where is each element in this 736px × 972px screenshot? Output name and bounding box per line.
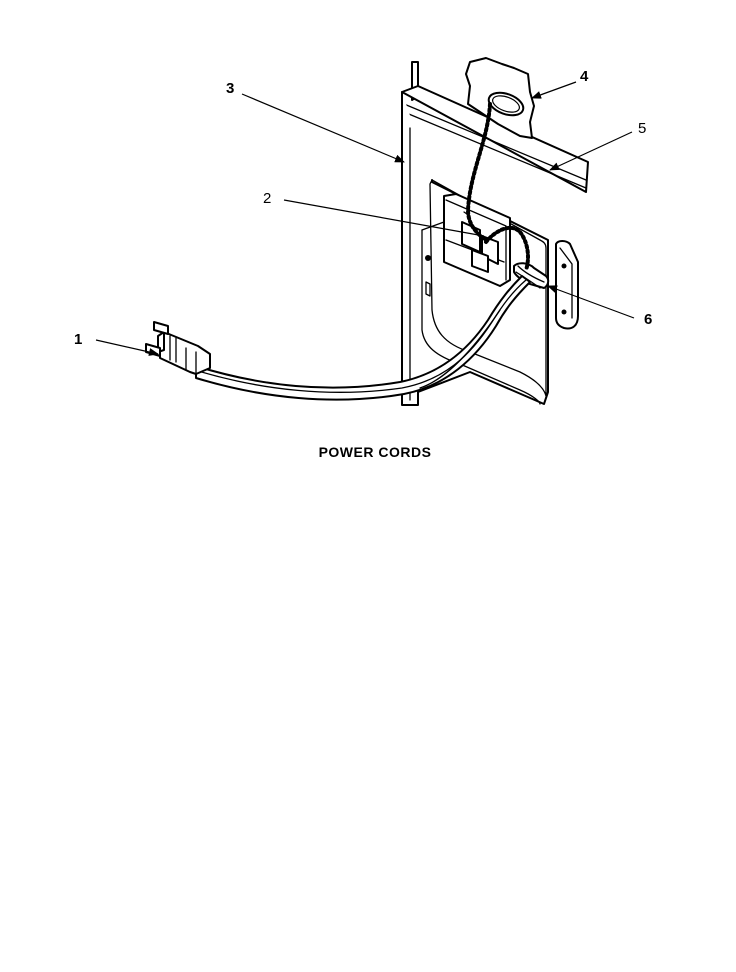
power-plug bbox=[145, 321, 211, 375]
hidden-wire-routing bbox=[465, 102, 530, 272]
callout-6: 6 bbox=[644, 311, 652, 328]
callout-1: 1 bbox=[74, 331, 82, 348]
back-plate-grommet bbox=[465, 57, 535, 139]
diagram-caption: POWER CORDS bbox=[319, 444, 432, 460]
leader-3 bbox=[241, 93, 405, 163]
power-cord bbox=[195, 275, 531, 401]
mounting-bracket bbox=[555, 240, 579, 330]
leader-1 bbox=[95, 339, 159, 356]
leader-lines bbox=[95, 81, 635, 356]
leader-2 bbox=[283, 199, 485, 237]
callout-3: 3 bbox=[226, 80, 234, 97]
callout-2: 2 bbox=[263, 190, 271, 207]
callout-labels: 1 2 3 4 5 6 bbox=[74, 68, 652, 348]
leader-4 bbox=[531, 81, 577, 99]
callout-5: 5 bbox=[638, 120, 646, 137]
leader-6 bbox=[547, 285, 635, 319]
leader-5 bbox=[549, 131, 633, 171]
callout-4: 4 bbox=[580, 68, 589, 85]
